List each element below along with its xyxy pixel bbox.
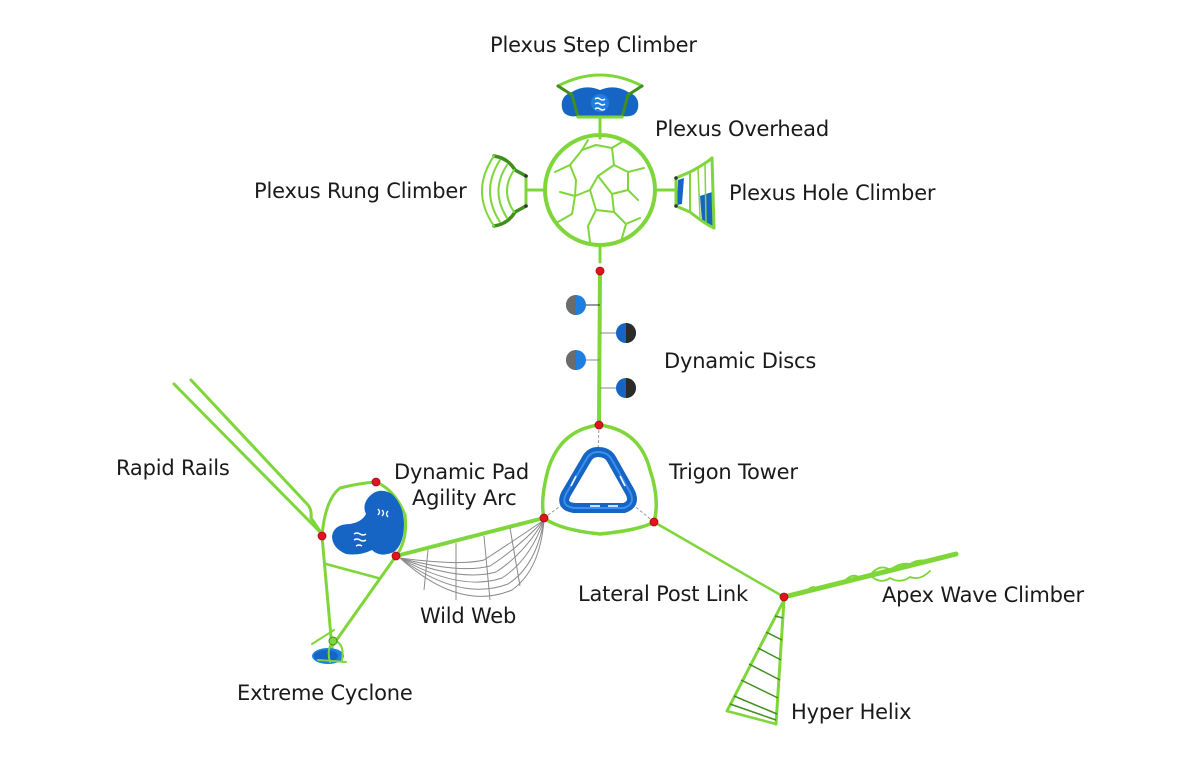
label-dynamic-pad: Dynamic Pad <box>394 460 530 484</box>
label-apex-wave-climber: Apex Wave Climber <box>882 583 1084 607</box>
apex-wave-climber[interactable] <box>781 551 959 600</box>
label-trigon-tower: Trigon Tower <box>669 460 798 484</box>
connector-node <box>371 477 381 487</box>
dynamic-pad-agility-arc[interactable] <box>320 480 408 558</box>
disc <box>616 378 636 398</box>
wild-web[interactable] <box>394 516 546 601</box>
connector-node <box>779 592 789 602</box>
label-plexus-rung-climber: Plexus Rung Climber <box>254 179 467 203</box>
label-wild-web: Wild Web <box>420 604 517 628</box>
connector-node <box>539 513 549 523</box>
label-rapid-rails: Rapid Rails <box>116 456 230 480</box>
disc <box>566 295 586 315</box>
label-plexus-step-climber: Plexus Step Climber <box>490 33 697 57</box>
connector-node <box>649 517 659 527</box>
dynamic-discs[interactable] <box>566 268 636 426</box>
plexus-overhead[interactable] <box>526 133 676 264</box>
label-plexus-hole-climber: Plexus Hole Climber <box>729 181 936 205</box>
rapid-rails[interactable] <box>172 378 324 536</box>
connector-nodes <box>317 266 789 602</box>
plexus-hole-climber[interactable] <box>674 156 716 230</box>
plexus-rung-climber[interactable] <box>481 154 528 228</box>
hyper-helix[interactable] <box>725 598 786 726</box>
label-extreme-cyclone: Extreme Cyclone <box>237 681 413 705</box>
connector-node <box>595 266 605 276</box>
trigon-tower[interactable] <box>540 423 658 536</box>
label-agility-arc: Agility Arc <box>412 486 517 510</box>
disc <box>566 350 586 370</box>
connector-node <box>391 551 401 561</box>
plexus-step-climber[interactable] <box>556 73 644 140</box>
extreme-cyclone[interactable] <box>311 534 398 664</box>
label-plexus-overhead: Plexus Overhead <box>655 117 829 141</box>
lateral-post-link[interactable] <box>652 520 786 599</box>
connector-node <box>317 531 327 541</box>
disc <box>616 323 636 343</box>
label-lateral-post-link: Lateral Post Link <box>578 582 748 606</box>
connector-node <box>594 420 604 430</box>
label-hyper-helix: Hyper Helix <box>791 700 912 724</box>
label-dynamic-discs: Dynamic Discs <box>664 349 817 373</box>
